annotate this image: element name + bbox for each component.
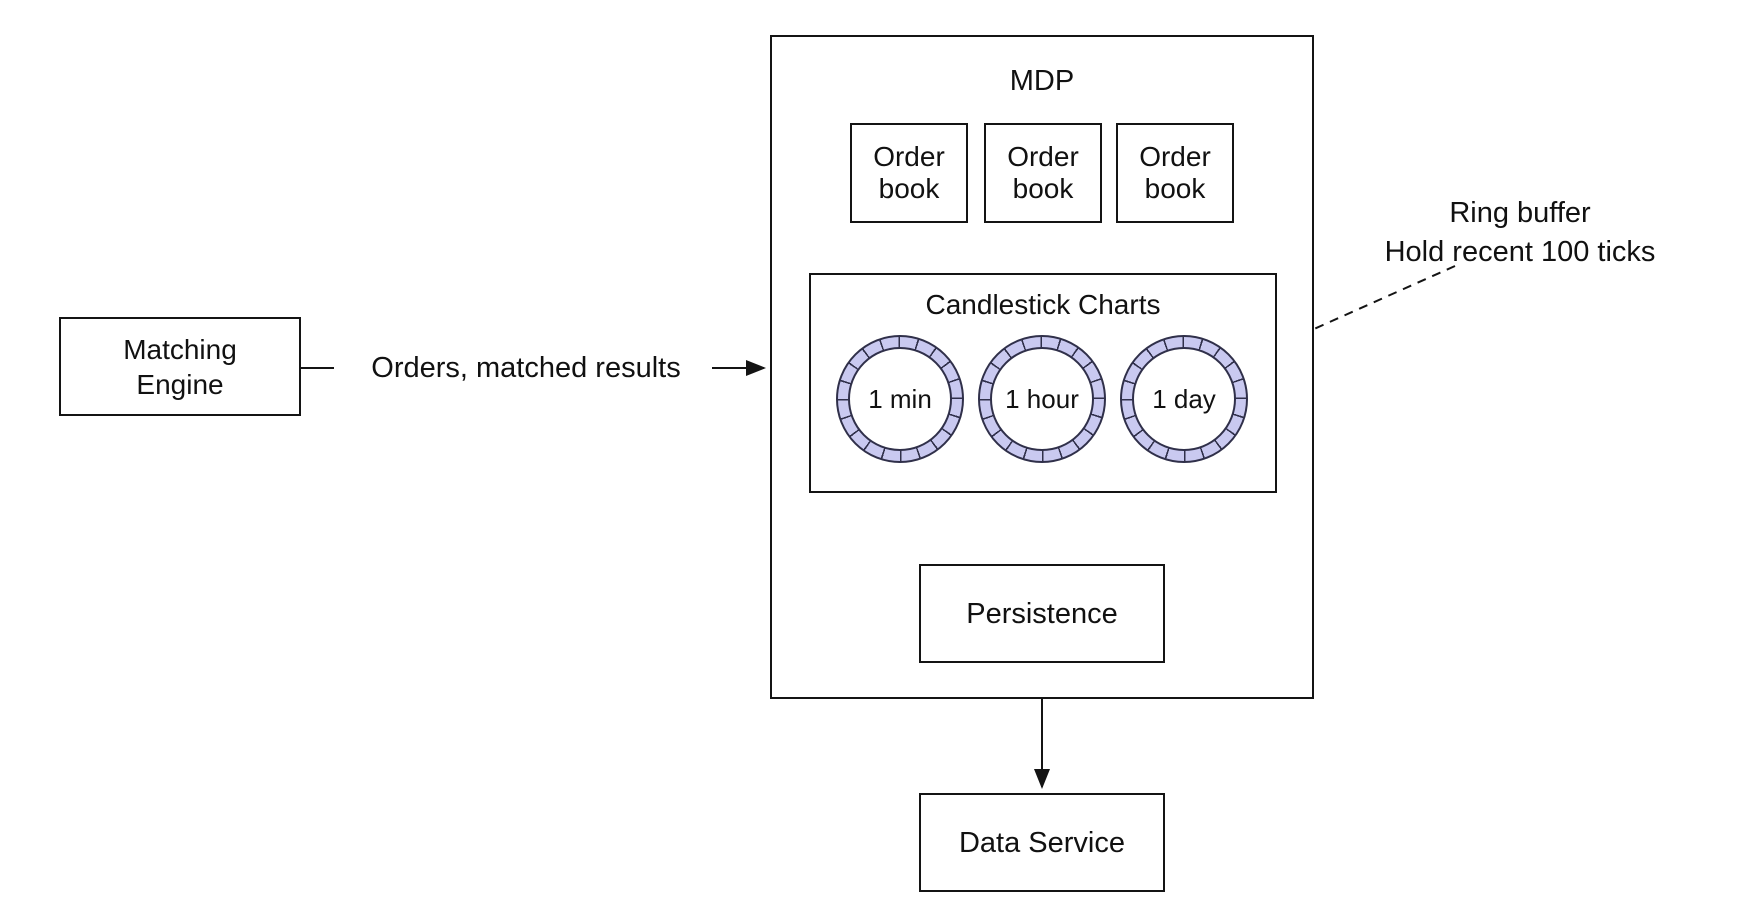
order-book-node-2: Order book xyxy=(984,123,1102,223)
ring-1day-label: 1 day xyxy=(1132,347,1236,451)
order-book-label: Order book xyxy=(873,141,945,204)
persistence-label: Persistence xyxy=(966,597,1118,630)
ring-buffer-1hour: 1 hour xyxy=(978,335,1106,463)
matching-engine-label: Matching Engine xyxy=(123,333,237,400)
ring-buffer-annotation: Ring buffer Hold recent 100 ticks xyxy=(1384,197,1656,268)
ring-buffer-1min: 1 min xyxy=(836,335,964,463)
order-book-node-3: Order book xyxy=(1116,123,1234,223)
persistence-node: Persistence xyxy=(919,564,1165,663)
ring-1min-label: 1 min xyxy=(848,347,952,451)
data-service-node: Data Service xyxy=(919,793,1165,892)
order-book-label: Order book xyxy=(1139,141,1211,204)
order-book-node-1: Order book xyxy=(850,123,968,223)
orders-edge-label: Orders, matched results xyxy=(371,352,681,384)
mdp-label: MDP xyxy=(1009,65,1075,97)
ring-1hour-label: 1 hour xyxy=(990,347,1094,451)
matching-engine-node: Matching Engine xyxy=(59,317,301,416)
data-service-label: Data Service xyxy=(958,826,1125,859)
order-book-label: Order book xyxy=(1007,141,1079,204)
ring-buffer-1day: 1 day xyxy=(1120,335,1248,463)
candlestick-charts-label: Candlestick Charts xyxy=(925,289,1161,320)
